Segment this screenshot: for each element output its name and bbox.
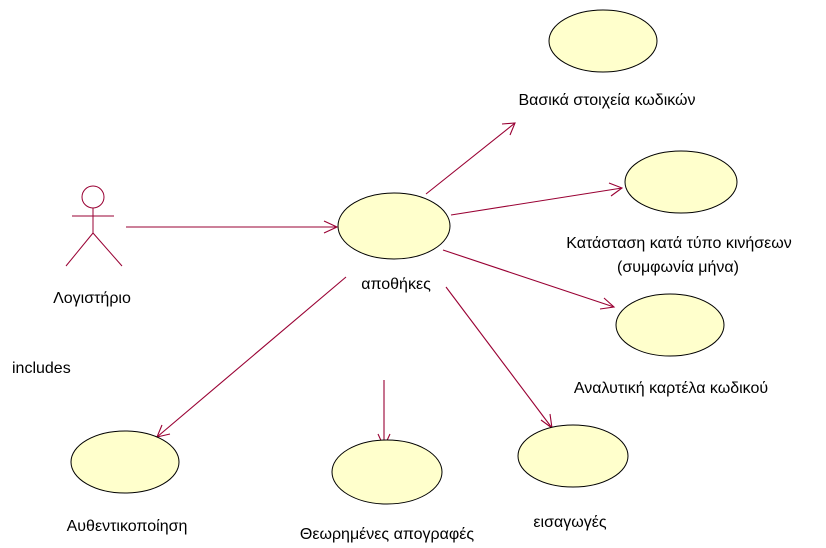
usecase-imports[interactable]: εισαγωγές (517, 424, 629, 531)
usecase-apothikes-label: αποθήκες (361, 276, 431, 293)
arrowhead-basic-codes (501, 122, 516, 136)
usecase-status-by-type[interactable]: Κατάσταση κατά τύπο κινήσεων (συμφωνία μ… (566, 150, 792, 276)
usecase-apothikes[interactable]: αποθήκες (337, 192, 451, 293)
usecase-status-by-type-label-line1: Κατάσταση κατά τύπο κινήσεων (566, 235, 792, 252)
usecase-authentication-ellipse (70, 430, 180, 494)
arrowhead-status-by-type (608, 182, 624, 197)
rel-main-to-imports (445, 286, 553, 429)
actor-label: Λογιστήριο (53, 290, 131, 307)
actor-right-leg (92, 232, 123, 267)
usecase-status-by-type-ellipse (624, 150, 738, 214)
usecase-imports-ellipse (517, 424, 629, 488)
usecase-basic-codes-ellipse (548, 9, 658, 73)
usecase-analytic-card-label: Αναλυτική καρτέλα κωδικού (574, 380, 768, 397)
actor-logistirio[interactable]: Λογιστήριο (53, 185, 131, 307)
usecase-basic-codes[interactable]: Βασικά στοιχεία κωδικών (518, 9, 696, 109)
usecase-inventories-label: Θεωρημένες απογραφές (300, 526, 475, 543)
usecase-status-by-type-label-line2: (συμφωνία μήνα) (617, 259, 739, 276)
arrowhead-main-from-actor (323, 220, 339, 234)
arrowhead-analytic-card (599, 297, 616, 310)
usecase-authentication[interactable]: Αυθεντικοποίηση (67, 430, 188, 535)
rel-main-to-analytic-card (442, 249, 615, 308)
actor-left-leg (65, 232, 94, 267)
actor-head (81, 185, 105, 209)
usecase-analytic-card[interactable]: Αναλυτική καρτέλα κωδικού (574, 293, 768, 397)
usecase-inventories[interactable]: Θεωρημένες απογραφές (300, 439, 475, 543)
usecase-basic-codes-label: Βασικά στοιχεία κωδικών (518, 92, 695, 109)
rel-main-to-status-by-type (450, 187, 623, 216)
usecase-authentication-label: Αυθεντικοποίηση (67, 518, 188, 535)
usecase-inventories-ellipse (331, 439, 443, 505)
usecase-imports-label: εισαγωγές (533, 514, 606, 531)
relationships (126, 122, 624, 449)
usecase-apothikes-ellipse (337, 192, 451, 260)
usecase-analytic-card-ellipse (615, 293, 725, 357)
rel-main-to-basic-codes (425, 122, 516, 195)
includes-note: includes (12, 360, 71, 377)
rel-main-to-authentication (156, 276, 347, 438)
